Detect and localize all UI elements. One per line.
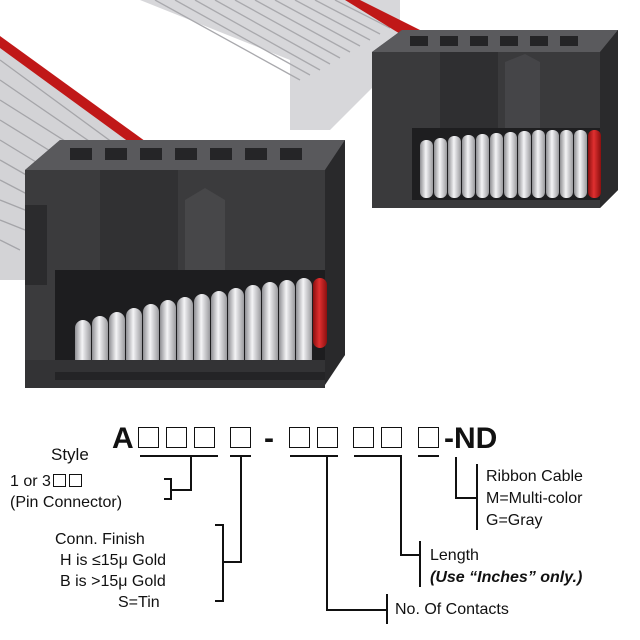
connector-front bbox=[25, 140, 345, 388]
style-slot-box-2 bbox=[68, 474, 82, 487]
part-number-prefix: A bbox=[112, 422, 134, 455]
finish-underline bbox=[230, 455, 251, 457]
finish-leader-vertical bbox=[240, 457, 242, 563]
finish-bracket-bottom bbox=[215, 600, 224, 602]
ribbon-cable-top bbox=[140, 0, 420, 130]
contacts-slot-2 bbox=[317, 427, 338, 448]
style-slot-1 bbox=[138, 427, 159, 448]
style-bracket-bottom bbox=[164, 498, 172, 500]
ribbon-bracket bbox=[476, 464, 478, 530]
ribbon-leader-vertical bbox=[455, 457, 457, 499]
part-number-dash: - bbox=[264, 422, 274, 455]
length-label: Length bbox=[430, 547, 479, 564]
ribbon-option-g: G=Gray bbox=[486, 512, 543, 529]
length-leader-vertical bbox=[400, 457, 402, 556]
finish-bracket-top bbox=[215, 524, 224, 526]
length-bracket bbox=[419, 541, 421, 587]
style-line2: (Pin Connector) bbox=[10, 494, 123, 511]
ribbon-option-m: M=Multi-color bbox=[486, 490, 583, 507]
ribbon-slot bbox=[418, 427, 439, 448]
length-slot-2 bbox=[381, 427, 402, 448]
contacts-label: No. Of Contacts bbox=[395, 601, 509, 618]
style-options-text: 1 or 3 bbox=[10, 473, 51, 490]
finish-option-s: S=Tin bbox=[118, 594, 160, 611]
style-underline bbox=[140, 455, 218, 457]
style-bracket bbox=[170, 478, 172, 500]
connector-back bbox=[372, 30, 618, 208]
finish-option-h: H is ≤15μ Gold bbox=[60, 552, 167, 569]
ribbon-wires-back bbox=[420, 130, 601, 198]
ribbon-leader-horizontal bbox=[455, 497, 477, 499]
style-title: Style bbox=[51, 445, 89, 464]
style-slot-2 bbox=[166, 427, 187, 448]
contacts-underline bbox=[290, 455, 338, 457]
finish-title: Conn. Finish bbox=[55, 531, 145, 548]
style-bracket-top bbox=[164, 478, 172, 480]
finish-leader-horizontal bbox=[222, 561, 242, 563]
contacts-bracket bbox=[386, 594, 388, 624]
ribbon-title: Ribbon Cable bbox=[486, 468, 583, 485]
style-slot-3 bbox=[194, 427, 215, 448]
finish-bracket bbox=[222, 524, 224, 602]
contacts-leader-vertical bbox=[326, 457, 328, 611]
style-leader-vertical bbox=[190, 457, 192, 491]
length-leader-horizontal bbox=[400, 554, 420, 556]
part-number-suffix: -ND bbox=[444, 422, 498, 455]
length-slot-1 bbox=[353, 427, 374, 448]
contacts-slot-1 bbox=[289, 427, 310, 448]
finish-option-b: B is >15μ Gold bbox=[60, 573, 166, 590]
style-line1: 1 or 3 bbox=[10, 472, 82, 491]
length-note: (Use “Inches” only.) bbox=[430, 569, 583, 586]
style-slot-box-1 bbox=[52, 474, 66, 487]
length-underline bbox=[354, 455, 402, 457]
contacts-leader-horizontal bbox=[326, 609, 386, 611]
finish-slot bbox=[230, 427, 251, 448]
style-leader-horizontal bbox=[170, 489, 192, 491]
ribbon-underline bbox=[418, 455, 439, 457]
